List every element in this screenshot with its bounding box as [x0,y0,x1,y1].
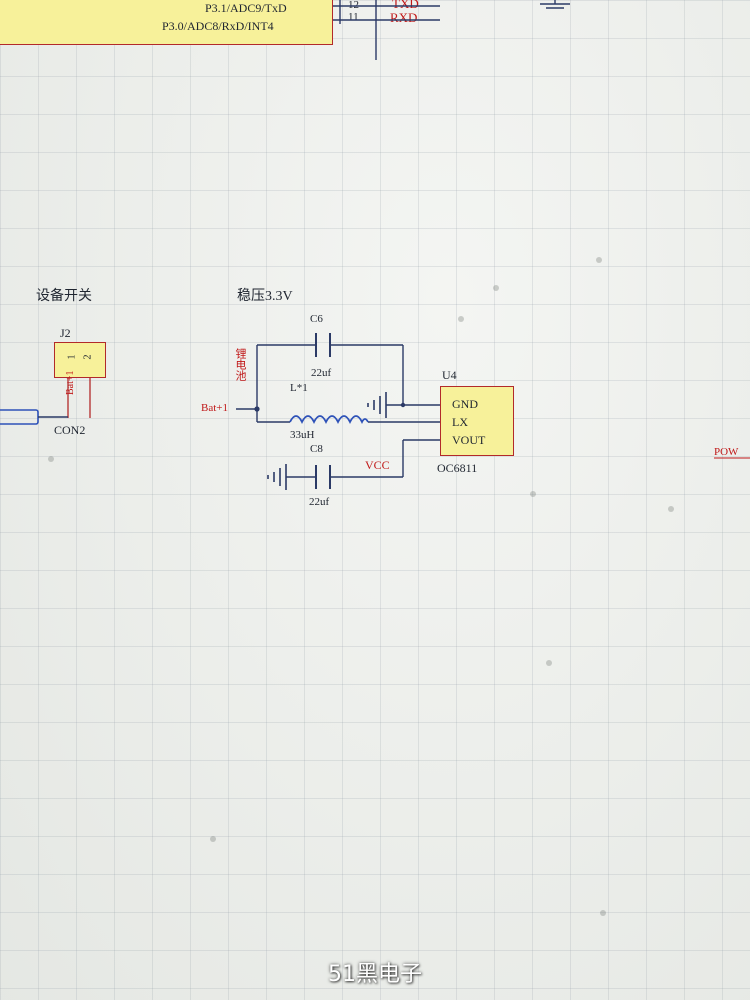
connector-j2-ref: J2 [60,326,71,340]
net-label-pow[interactable]: POW [714,446,739,458]
switch-section-title: 设备开关 [36,289,92,304]
mcu-pin-p30-label: P3.0/ADC8/RxD/INT4 [162,19,274,33]
ic-u4-ref: U4 [442,368,457,382]
inductor-l1-ref: L*1 [290,382,308,394]
connector-j2-part: CON2 [54,423,86,437]
cap-c6-value: 22uf [311,367,332,379]
mcu-chip[interactable] [0,0,333,45]
net-label-rxd[interactable]: RXD [390,10,418,25]
mcu-pin-12-number: 12 [348,0,359,11]
net-label-bat-input[interactable]: Bat+1 [201,402,228,414]
net-label-vcc[interactable]: VCC [365,458,390,472]
inductor-l1-value: 33uH [290,429,315,441]
connector-j2[interactable] [54,342,106,378]
ic-u4-part: OC6811 [437,461,478,475]
battery-side-label: 锂电池 [234,348,246,381]
watermark-text: 51黑电子 [328,962,422,987]
ic-u4-pin-lx: LX [452,415,468,429]
mcu-pin-p31-label: P3.1/ADC9/TxD [205,1,287,15]
mcu-pin-11-number: 11 [348,11,359,23]
cap-c8-value: 22uf [309,496,330,508]
ic-u4-pin-gnd: GND [452,397,478,411]
ic-u4-pin-vout: VOUT [452,433,486,447]
regulator-section-title: 稳压3.3V [237,289,293,304]
net-label-txd[interactable]: TXD [392,0,419,11]
cap-c8-ref: C8 [310,443,323,455]
ic-u4[interactable] [440,386,514,456]
cap-c6-ref: C6 [310,313,323,325]
